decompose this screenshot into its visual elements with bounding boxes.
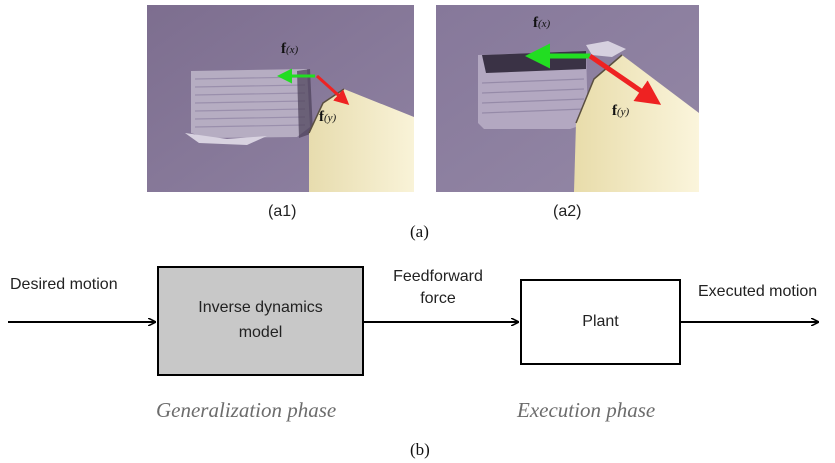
force-x-label-a1: f(x) — [281, 41, 299, 57]
tool-edge — [575, 54, 623, 124]
caption-a: (a) — [410, 222, 429, 241]
generalization-phase-label: Generalization phase — [156, 398, 337, 422]
feedforward-label-line2: force — [420, 289, 456, 307]
input-label: Desired motion — [10, 276, 118, 293]
force-y-label-a2: f(y) — [612, 103, 630, 119]
inverse-dynamics-block: Inverse dynamics model — [157, 266, 364, 376]
carved-texture — [481, 78, 585, 114]
force-y-arrow-a2 — [588, 53, 662, 105]
force-y-arrow-a1 — [315, 74, 350, 106]
subfigure-label-a1: (a1) — [268, 203, 297, 220]
feedforward-label: Feedforward force — [388, 266, 488, 309]
carved-texture — [194, 76, 306, 128]
block-label-line1: Inverse dynamics — [198, 299, 323, 317]
subfigure-label-a2: (a2) — [553, 203, 582, 220]
block-label-line2: model — [238, 324, 283, 341]
force-x-label-a2: f(x) — [533, 15, 551, 31]
feedforward-label-line1: Feedforward — [393, 268, 483, 285]
output-label: Executed motion — [698, 283, 818, 300]
force-y-label-a1: f(y) — [319, 109, 337, 125]
tool-tip — [309, 89, 414, 192]
caption-b: (b) — [410, 440, 430, 459]
chip-debris — [185, 133, 267, 145]
groove-shadow — [297, 69, 313, 138]
plant-block: Plant — [520, 279, 681, 365]
tool-tip — [574, 55, 699, 192]
execution-phase-label: Execution phase — [517, 398, 656, 422]
chip-debris — [586, 41, 626, 57]
plant-label: Plant — [582, 312, 619, 330]
